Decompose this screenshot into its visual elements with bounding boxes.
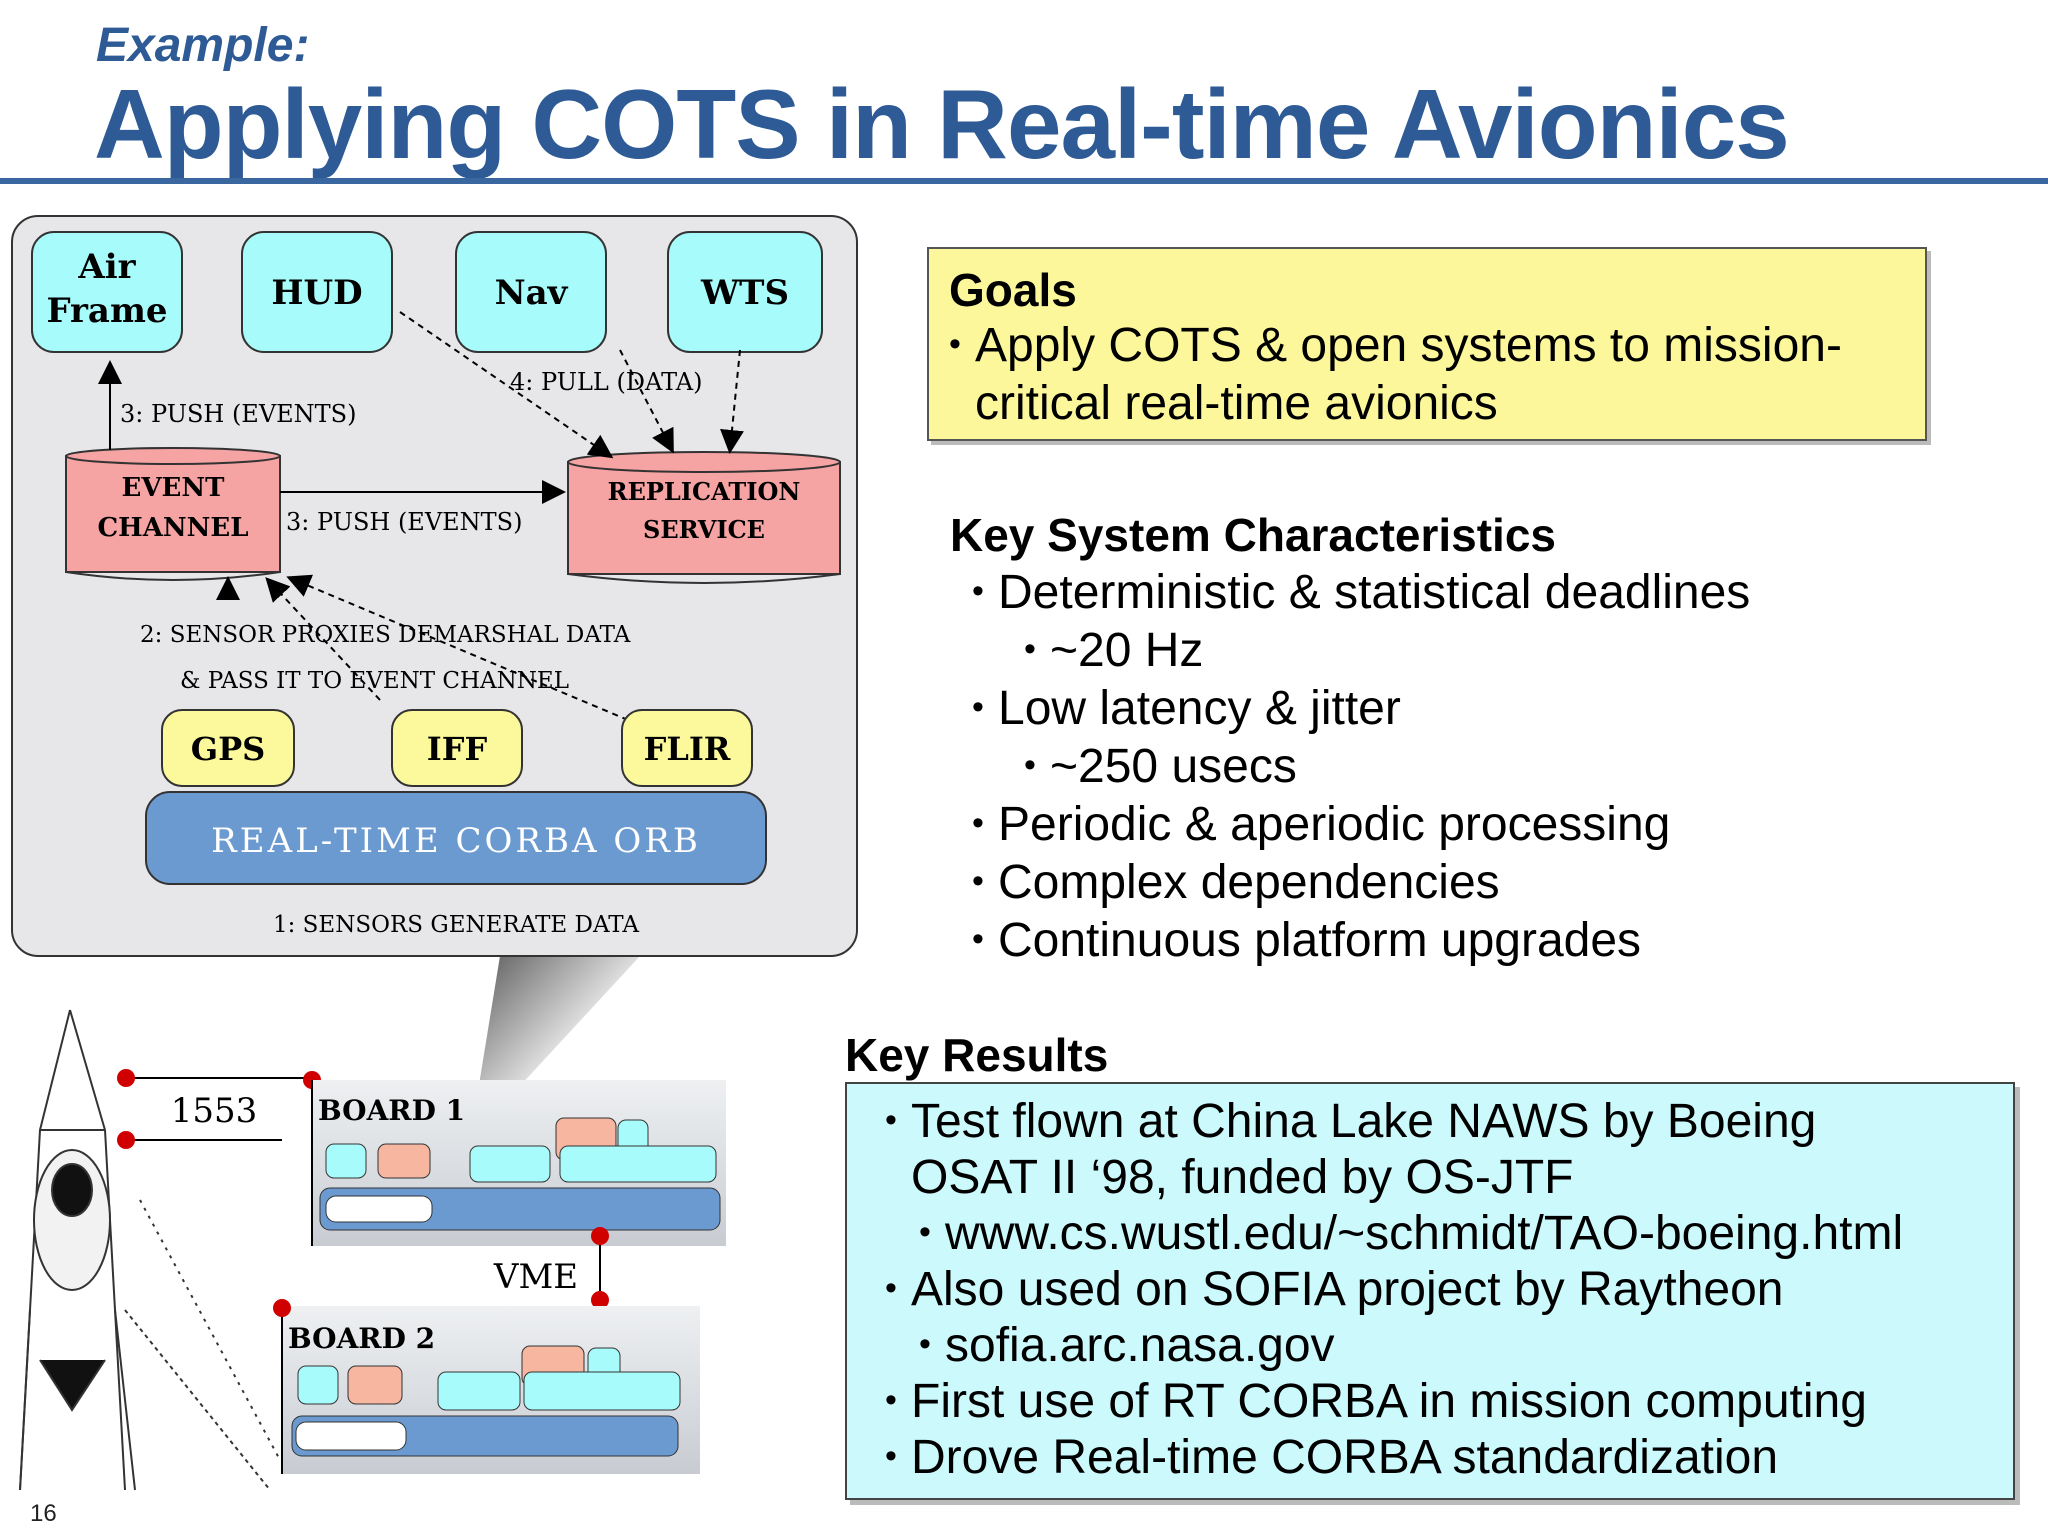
key-results-item: First use of RT CORBA in mission computi…	[885, 1372, 1997, 1430]
arrow-pull-wts	[720, 349, 744, 454]
airframe-box	[31, 231, 183, 353]
sensors: GPS IFF FLIR	[161, 709, 753, 787]
label-proxies-2: & PASS IT TO EVENT CHANNEL	[180, 668, 569, 694]
key-system-item: Deterministic & statistical deadlines	[972, 562, 2010, 622]
key-system-item-text: Continuous platform upgrades	[998, 914, 1642, 967]
key-results-item: sofia.arc.nasa.gov	[919, 1316, 1997, 1374]
key-system-heading: Key System Characteristics	[950, 509, 1556, 561]
label-proxies-1: 2: SENSOR PROXIES DEMARSHAL DATA	[140, 622, 631, 648]
gps-label: GPS	[191, 730, 266, 768]
key-results-item: Drove Real-time CORBA standardization	[885, 1428, 1997, 1486]
arrow-pull-hud	[399, 311, 614, 459]
board-2: BOARD 2	[273, 1299, 700, 1474]
flir-box	[621, 709, 753, 787]
slide-subtitle: Example:	[96, 19, 310, 72]
gps-box	[161, 709, 295, 787]
key-system-item: Continuous platform upgrades	[972, 910, 2010, 970]
key-system-item: ~250 usecs	[1024, 736, 2010, 796]
goals-item: Apply COTS & open systems to mission- cr…	[949, 315, 1905, 433]
corba-orb-bar	[145, 791, 767, 885]
label-push-airframe: 3: PUSH (EVENTS)	[120, 400, 356, 428]
label-push-replication: 3: PUSH (EVENTS)	[286, 508, 522, 536]
key-system-item-text: Low latency & jitter	[998, 682, 1401, 735]
bus-1553: 1553	[117, 1069, 321, 1149]
key-system-item: Low latency & jitter	[972, 678, 2010, 738]
key-results-box: Test flown at China Lake NAWS by Boeing …	[845, 1082, 2015, 1500]
key-system-item-text: Periodic & aperiodic processing	[998, 798, 1671, 851]
flir-label: FLIR	[644, 730, 731, 768]
key-results-item-text: www.cs.wustl.edu/~schmidt/TAO-boeing.htm…	[945, 1207, 1904, 1260]
key-system-section: Key System Characteristics Deterministic…	[950, 506, 2010, 970]
title-rule	[0, 178, 2048, 184]
corba-orb-label: REAL-TIME CORBA ORB	[211, 821, 701, 861]
key-results-list: Test flown at China Lake NAWS by Boeing …	[863, 1092, 1997, 1486]
goals-heading: Goals	[949, 264, 1077, 316]
key-system-item: Complex dependencies	[972, 852, 2010, 912]
key-results-item-text: sofia.arc.nasa.gov	[945, 1319, 1335, 1372]
wts-label: WTS	[700, 273, 789, 313]
key-results-item-text: First use of RT CORBA in mission computi…	[911, 1375, 1867, 1428]
arrow-proxy-2	[265, 577, 381, 701]
page-number: 16	[30, 1500, 57, 1527]
key-system-item-text: Deterministic & statistical deadlines	[998, 566, 1751, 619]
wts-box	[667, 231, 823, 353]
iff-box	[391, 709, 523, 787]
board-1: BOARD 1	[311, 1080, 726, 1246]
arrow-pull-nav	[619, 349, 674, 454]
goals-item-text: Apply COTS & open systems to mission- cr…	[975, 319, 1842, 430]
key-system-item: ~20 Hz	[1024, 620, 2010, 680]
board-1-label: BOARD 1	[318, 1094, 465, 1127]
key-system-list: Deterministic & statistical deadlines~20…	[950, 562, 2010, 970]
key-system-item: Periodic & aperiodic processing	[972, 794, 2010, 854]
label-pull: 4: PULL (DATA)	[510, 368, 702, 396]
aircraft-sketch	[19, 1009, 281, 1490]
key-system-item-text: ~250 usecs	[1050, 740, 1297, 793]
key-results-item-text: Also used on SOFIA project by Raytheon	[911, 1263, 1784, 1316]
nav-box	[455, 231, 607, 353]
key-results-heading: Key Results	[845, 1029, 1109, 1081]
bus-1553-label: 1553	[171, 1091, 258, 1131]
key-results-item-text: Test flown at China Lake NAWS by Boeing …	[911, 1095, 1817, 1204]
label-sensors: 1: SENSORS GENERATE DATA	[273, 912, 639, 938]
iff-label: IFF	[427, 730, 488, 768]
key-system-item-text: Complex dependencies	[998, 856, 1500, 909]
goals-box: Goals Apply COTS & open systems to missi…	[927, 247, 1927, 441]
key-results-item-text: Drove Real-time CORBA standardization	[911, 1431, 1779, 1484]
hud-label: HUD	[271, 273, 362, 313]
nav-label: Nav	[495, 273, 569, 313]
board-2-label: BOARD 2	[288, 1322, 435, 1355]
key-results-item: www.cs.wustl.edu/~schmidt/TAO-boeing.htm…	[919, 1204, 1997, 1262]
vme-label: VME	[493, 1257, 578, 1297]
key-system-item-text: ~20 Hz	[1050, 624, 1204, 677]
slide-title: Applying COTS in Real-time Avionics	[94, 69, 1790, 179]
key-results-item: Test flown at China Lake NAWS by Boeing …	[885, 1092, 1997, 1206]
vme-bus: VME	[493, 1227, 609, 1309]
key-results-item: Also used on SOFIA project by Raytheon	[885, 1260, 1997, 1318]
hud-box	[241, 231, 393, 353]
